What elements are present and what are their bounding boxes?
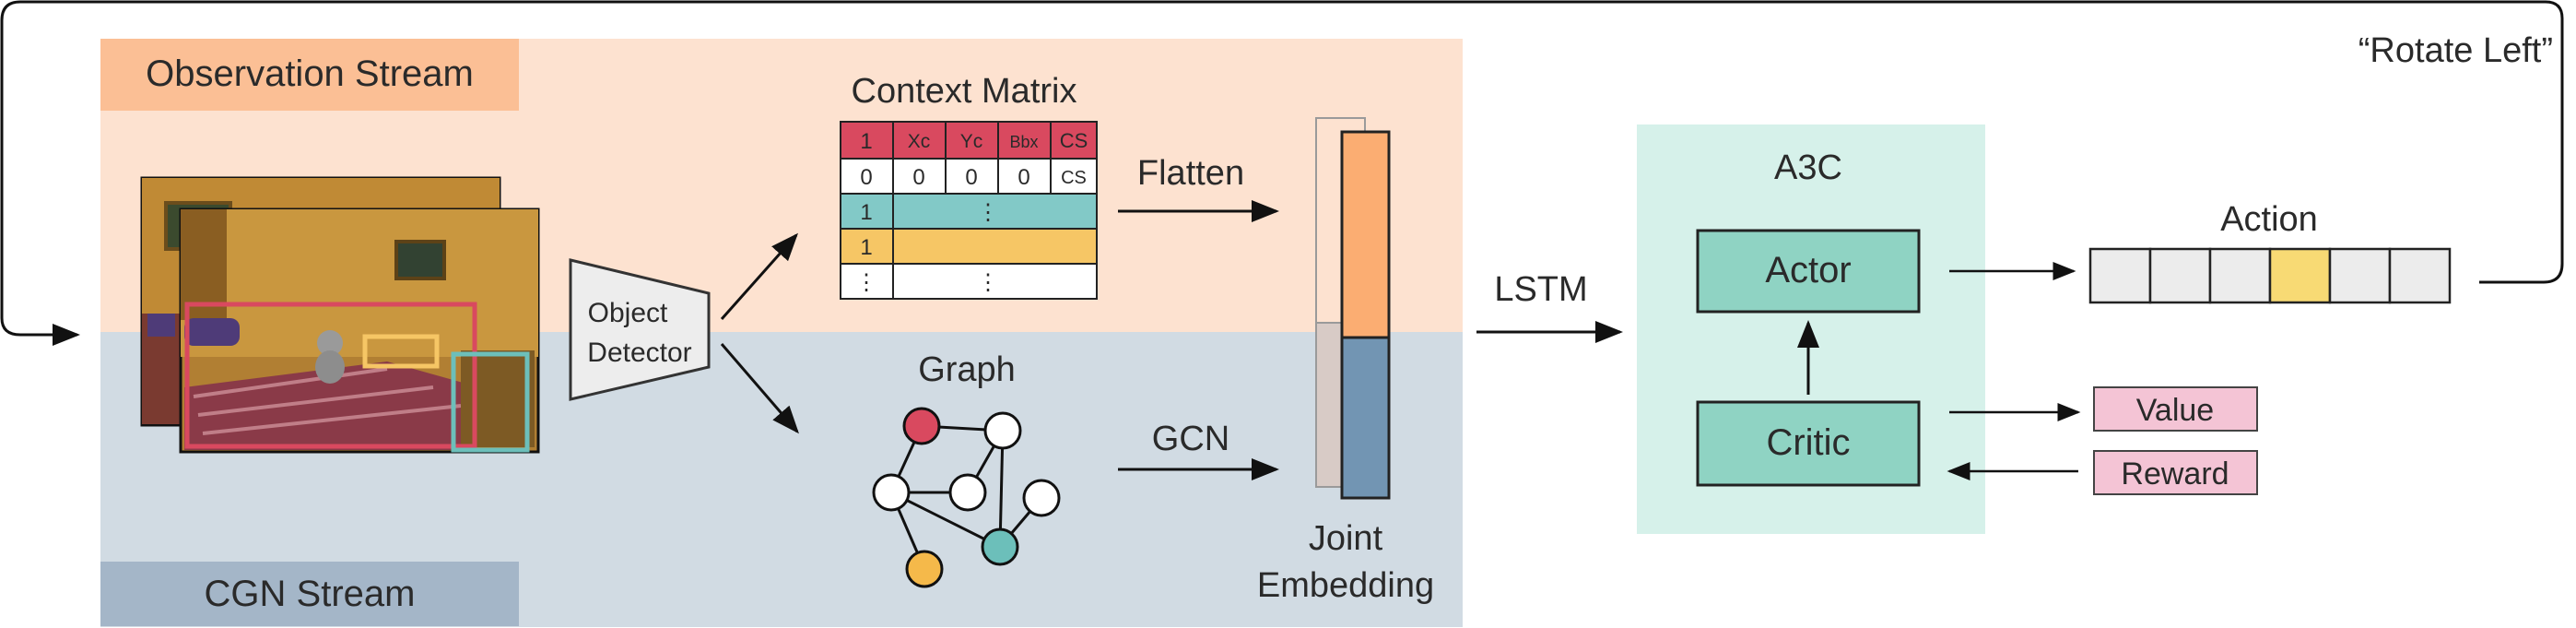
arrow-to-graph: [720, 343, 799, 434]
matrix-zero-cell-2: 0: [965, 165, 977, 190]
arrow-to-context-matrix: [720, 232, 798, 320]
action-cell: [2088, 247, 2152, 304]
observation-stream-tab: [100, 39, 519, 111]
object-detector-block: [569, 258, 711, 401]
matrix-header-cell-1: Xc: [908, 131, 931, 152]
joint-embedding-vector: [1315, 117, 1391, 500]
graph-node-teal: [981, 527, 1019, 566]
cgn-stream-tab: [100, 562, 519, 626]
graph-node-yellow: [905, 550, 944, 588]
joint-embedding-label-line1: Joint: [1309, 519, 1383, 558]
action-cell: [2208, 247, 2272, 304]
action-cell: [2388, 247, 2452, 304]
a3c-title: A3C: [1774, 148, 1842, 187]
detection-box-nightstand: [451, 351, 530, 453]
action-vector: [2088, 247, 2452, 304]
observation-stream-label: Observation Stream: [146, 53, 474, 94]
graph-node: [948, 473, 987, 512]
object-detector-label-line2: Detector: [587, 338, 691, 368]
action-cell: [2328, 247, 2392, 304]
matrix-zero-cell-4: CS: [1061, 168, 1087, 188]
joint-embedding-label-line2: Embedding: [1257, 566, 1434, 605]
graph-node: [1022, 479, 1061, 517]
reward-label: Reward: [2121, 456, 2229, 492]
matrix-teal-cell-0: 1: [860, 200, 872, 225]
matrix-dots-cell-0: ⋮: [855, 270, 877, 295]
critic-block: [1696, 400, 1921, 487]
reward-box: [2093, 450, 2258, 495]
value-box: [2093, 386, 2258, 432]
feedback-loop-line: [0, 0, 2564, 346]
matrix-header-cell-0: 1: [860, 129, 872, 154]
actor-block: [1696, 229, 1921, 314]
rotate-left-quote: “Rotate Left”: [2358, 31, 2553, 70]
observation-frame-front: [179, 207, 540, 454]
graph-node: [983, 411, 1022, 450]
object-detector-label-line1: Object: [588, 298, 668, 328]
graph-node-red: [902, 407, 941, 445]
matrix-yellow-cell-0: 1: [860, 235, 872, 260]
action-cell-selected: [2268, 247, 2332, 304]
matrix-header-cell-4: CS: [1060, 129, 1088, 152]
graph-node: [872, 473, 911, 512]
matrix-zero-cell-0: 0: [860, 165, 872, 190]
detection-box-object: [362, 334, 440, 369]
matrix-zero-cell-1: 0: [912, 165, 924, 190]
matrix-teal-cell-1: ⋮: [977, 200, 999, 225]
context-matrix-title: Context Matrix: [852, 72, 1077, 111]
actor-label: Actor: [1765, 250, 1851, 290]
matrix-dots-cell-1: ⋮: [977, 270, 999, 295]
matrix-header-cell-3: Bbx: [1009, 133, 1038, 151]
value-label: Value: [2136, 393, 2214, 428]
matrix-header-cell-2: Yc: [960, 131, 983, 152]
action-cell: [2148, 247, 2212, 304]
lstm-label: LSTM: [1494, 270, 1587, 309]
action-label: Action: [2220, 200, 2318, 239]
detection-box-bed: [184, 302, 477, 449]
context-matrix: [840, 121, 1098, 300]
gcn-label: GCN: [1152, 420, 1229, 458]
matrix-zero-cell-3: 0: [1017, 165, 1029, 190]
flatten-label: Flatten: [1137, 154, 1244, 193]
graph-title: Graph: [918, 350, 1016, 389]
critic-label: Critic: [1766, 422, 1850, 463]
cgn-stream-label: CGN Stream: [205, 574, 416, 614]
